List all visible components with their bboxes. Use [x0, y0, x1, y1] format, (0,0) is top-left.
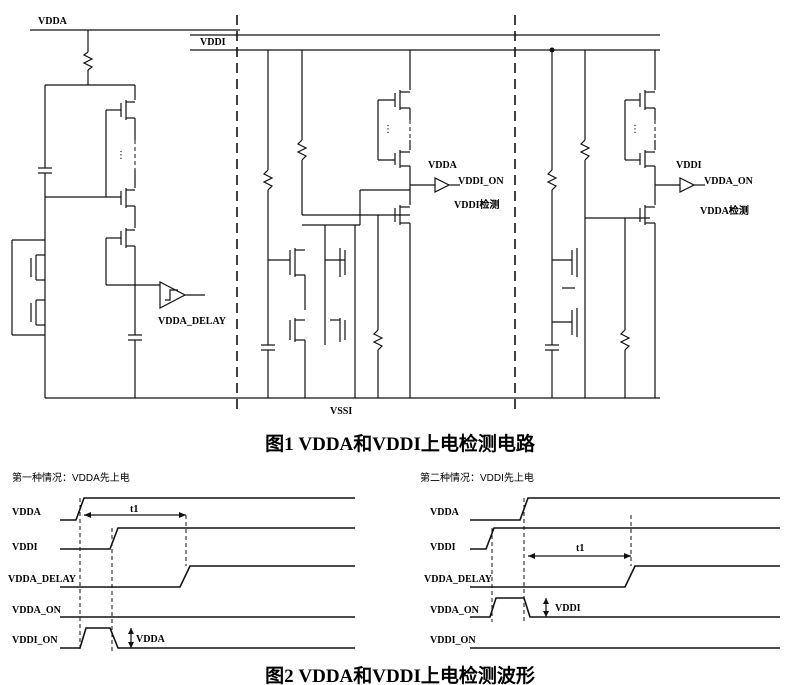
case2-signal-vdda: VDDA [430, 507, 460, 518]
resistor-symbol [546, 169, 558, 191]
case2-signal-vddi: VDDI [430, 542, 456, 553]
buffer-symbol [679, 177, 696, 193]
case1-wave-vddi-on [60, 627, 355, 649]
case2-wave-vdda-delay [470, 565, 780, 588]
case2-signal-vdda-on: VDDA_ON [430, 605, 480, 616]
vdda-detect-label: VDDA检测 [700, 204, 749, 217]
circuit-diagram: VDDA VDDI VSSI ⋮ [11, 15, 754, 455]
case1-wave-vddi [60, 527, 355, 550]
vddi-supply-label: VDDI [676, 160, 702, 171]
vdda-on-label: VDDA_ON [704, 176, 754, 187]
figure2-caption: 图2 VDDA和VDDI上电检测波形 [265, 664, 535, 685]
figure1-caption: 图1 VDDA和VDDI上电检测电路 [265, 432, 536, 455]
resistor-symbol [262, 169, 274, 191]
case1-wave-vdda-delay [60, 565, 355, 588]
case2-signal-vddi-on: VDDI_ON [430, 635, 476, 646]
vssi-rail-label: VSSI [330, 406, 352, 417]
case1-signal-vdda: VDDA [12, 507, 42, 518]
vddi-detect-block: ⋮ VDDA VDDI_ON VDDI检测 [261, 50, 504, 398]
vdda-rail-label: VDDA [38, 16, 68, 27]
schmitt-buffer-symbol [159, 281, 187, 309]
svg-text:⋮: ⋮ [630, 124, 640, 135]
waveform-case-2: 第二种情况：VDDI先上电 VDDA VDDI VDDA_DELAY VDDA_… [420, 471, 780, 649]
case2-wave-vdda [470, 497, 780, 521]
vdda-detect-block: ⋮ VDDI VDDA_ON VDDA检测 [545, 47, 754, 398]
waveform-case-1: 第一种情况：VDDA先上电 VDDA VDDI VDDA_DELAY VDDA_… [8, 471, 355, 652]
buffer-symbol [434, 177, 451, 193]
case2-wave-vdda-on [470, 597, 780, 618]
case1-signal-vdda-on: VDDA_ON [12, 605, 62, 616]
svg-text:⋮: ⋮ [116, 150, 126, 161]
resistor-symbol [372, 329, 384, 351]
case2-wave-vddi [470, 527, 780, 550]
vdda-delay-block: ⋮ [11, 30, 227, 398]
vddi-on-label: VDDI_ON [458, 176, 504, 187]
case2-t1-label: t1 [576, 543, 584, 554]
svg-text:⋮: ⋮ [383, 124, 393, 135]
resistor-symbol [296, 139, 308, 161]
vdda-delay-label: VDDA_DELAY [158, 316, 227, 327]
waveform-diagram: 第一种情况：VDDA先上电 VDDA VDDI VDDA_DELAY VDDA_… [8, 471, 780, 685]
case1-signal-vddi: VDDI [12, 542, 38, 553]
case2-signal-vdda-delay: VDDA_DELAY [424, 574, 493, 585]
resistor-symbol [579, 139, 591, 161]
vdda-supply-label: VDDA [428, 160, 458, 171]
case1-t1-label: t1 [130, 504, 138, 515]
case1-wave-vdda [60, 497, 355, 521]
case2-title: 第二种情况：VDDI先上电 [420, 471, 534, 484]
case1-signal-vdda-delay: VDDA_DELAY [8, 574, 77, 585]
vddi-rail-label: VDDI [200, 37, 226, 48]
case1-signal-vddi-on: VDDI_ON [12, 635, 58, 646]
vddi-detect-label: VDDI检测 [454, 198, 500, 211]
case1-vdda-annotation: VDDA [136, 634, 166, 645]
resistor-symbol [619, 329, 631, 351]
case1-title: 第一种情况：VDDA先上电 [12, 471, 130, 484]
resistor-symbol [82, 51, 94, 71]
case2-vddi-annotation: VDDI [555, 603, 581, 614]
